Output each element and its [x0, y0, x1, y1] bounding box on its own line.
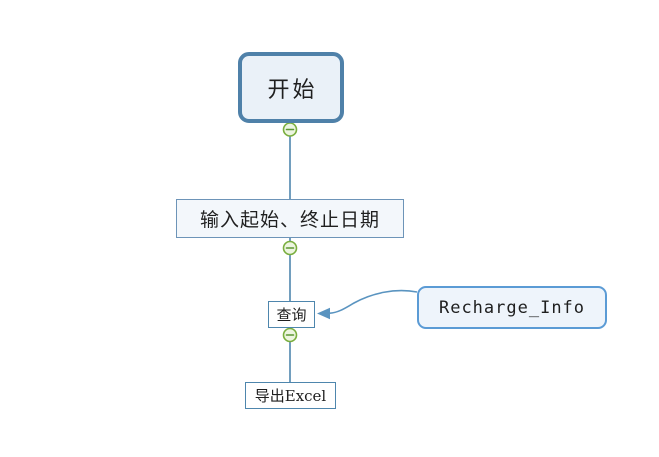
node-start[interactable]: 开始 — [238, 52, 344, 123]
node-recharge-info[interactable]: Recharge_Info — [417, 286, 607, 329]
callout-arrow-line — [329, 289, 418, 314]
collapse-minus-icon[interactable] — [282, 240, 298, 256]
collapse-minus-icon[interactable] — [282, 327, 298, 343]
node-export-excel[interactable]: 导出Excel — [245, 382, 336, 409]
node-input-dates[interactable]: 输入起始、终止日期 — [176, 199, 404, 238]
collapse-minus-icon[interactable] — [282, 122, 298, 137]
node-query[interactable]: 查询 — [268, 301, 315, 328]
arrowhead-icon — [317, 307, 330, 320]
